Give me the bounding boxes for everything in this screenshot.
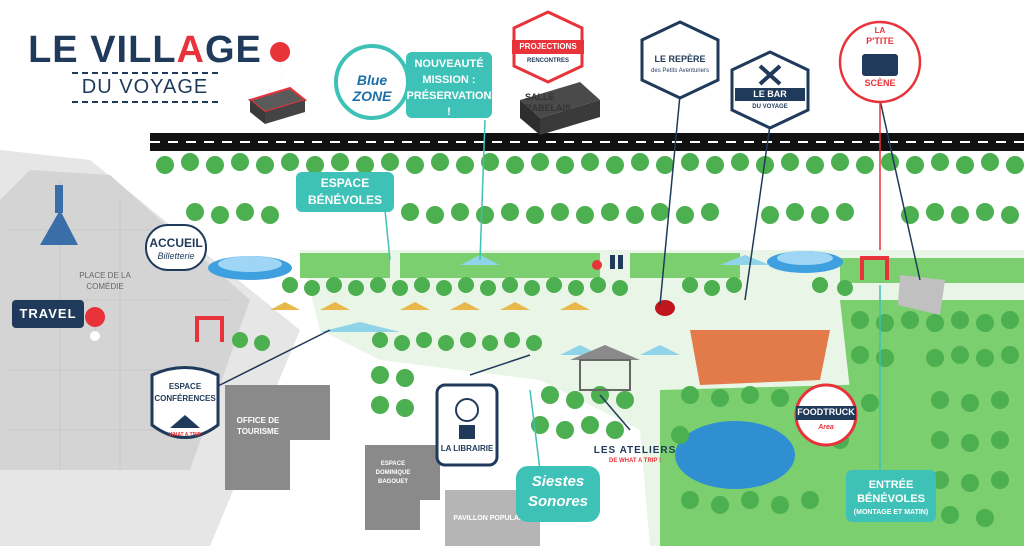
ateliers-label-1: LES ATELIERS: [593, 445, 677, 456]
accueil-badge[interactable]: [145, 224, 207, 271]
trees: [156, 153, 1024, 527]
statue-icon: [40, 210, 78, 245]
espace-conferences-badge[interactable]: [150, 366, 220, 439]
la-librairie-label: LA LIBRAIRIE: [440, 444, 494, 453]
le-repere-badge[interactable]: [640, 20, 720, 100]
accueil-label: ACCUEIL: [149, 236, 203, 250]
espace-dominique-label: ESPACE DOMINIQUE BAGOUET: [375, 461, 411, 485]
espace-dominique-building: [365, 445, 440, 530]
connector-lines: [209, 94, 921, 431]
projections-label: PROJECTIONS: [519, 42, 577, 51]
siestes-sonores-badge[interactable]: Siestes Sonores: [516, 466, 600, 522]
foodtruck-area: [690, 330, 830, 385]
petite-scene-label-3: SCÈNE: [864, 78, 896, 88]
le-bar-sub: DU VOYAGE: [752, 104, 788, 110]
foodtruck-label: FOODTRUCK: [797, 407, 855, 417]
salle-rabelais-label: SALLE RABELAIS: [525, 92, 572, 113]
espace-benevoles-label[interactable]: ESPACE BÉNÉVOLES: [296, 172, 394, 212]
le-bar-label: LE BAR: [753, 89, 787, 99]
location-pin-icon-plaza[interactable]: [85, 307, 106, 352]
foodtruck-sub: Area: [818, 424, 834, 431]
le-repere-label: LE REPÈRE: [654, 54, 706, 64]
espace-conferences-label-2: CONFÉRENCES: [154, 394, 216, 403]
petite-scene-label-2: P'TITE: [866, 36, 894, 46]
what-a-trip-label: WHAT A TRIP: [168, 432, 202, 438]
espace-conferences-label-1: ESPACE: [168, 382, 202, 391]
ateliers-label-2: DE WHAT A TRIP !: [609, 458, 661, 464]
page-subtitle: DU VOYAGE: [71, 72, 219, 103]
travel-sign: [12, 300, 84, 328]
pavillon-label: PAVILLON POPULAIRE: [453, 515, 531, 522]
petite-scene-label-1: LA: [874, 26, 886, 35]
pond: [675, 421, 795, 489]
page-title: LE VILLAGE DU VOYAGE: [20, 30, 270, 103]
office-tourisme-building: [225, 385, 330, 490]
entree-benevoles-label: ENTRÉE BÉNÉVOLES: [857, 479, 925, 505]
location-pin-icon[interactable]: [270, 42, 291, 88]
entry-gates: [195, 256, 889, 342]
stalls: [270, 302, 590, 310]
rencontres-label: RENCONTRES: [526, 58, 569, 64]
travel-label: TRAVEL: [19, 306, 77, 321]
place-comedie-label: PLACE DE LA COMÉDIE: [79, 271, 131, 291]
blue-zone-info[interactable]: NOUVEAUTÉ MISSION : PRÉSERVATION !: [406, 52, 492, 118]
office-tourisme-label: OFFICE DE TOURISME: [236, 416, 280, 436]
blue-zone-label: Blue ZONE: [352, 72, 392, 104]
billetterie-label: Billetterie: [157, 251, 195, 261]
entree-benevoles-badge[interactable]: ENTRÉE BÉNÉVOLES (MONTAGE ET MATIN): [846, 470, 936, 522]
le-repere-sub: des Petits Aventuriers: [651, 68, 709, 74]
entree-benevoles-sub: (MONTAGE ET MATIN): [853, 509, 929, 516]
